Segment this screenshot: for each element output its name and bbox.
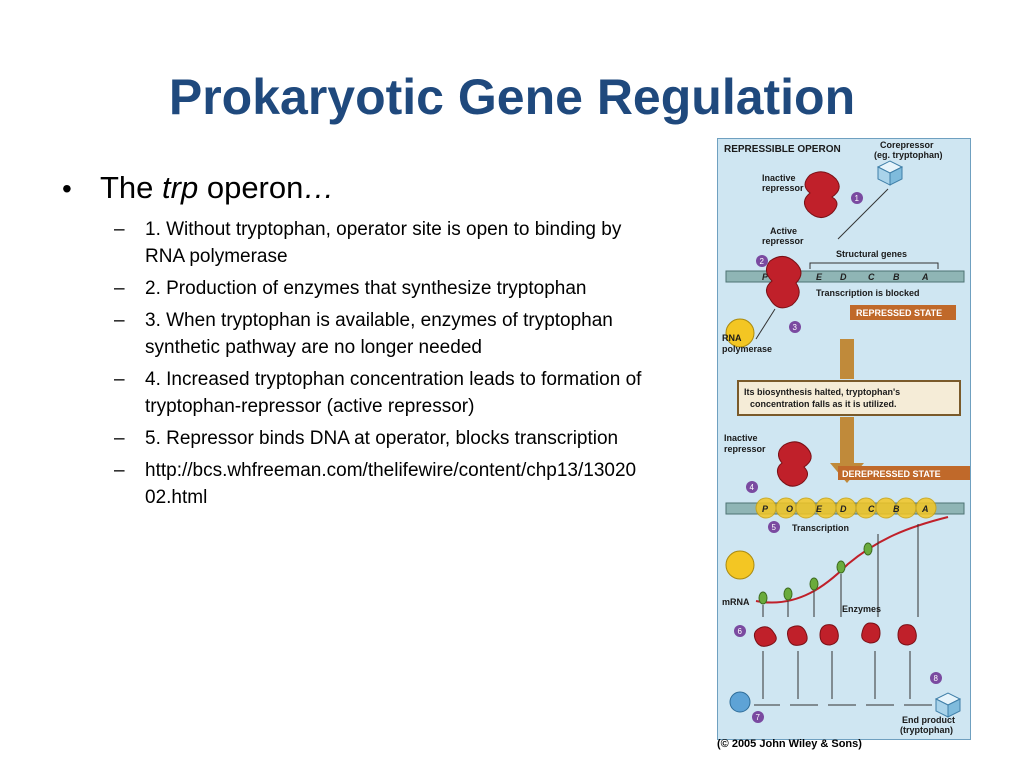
step-number: 6 — [738, 627, 743, 636]
step-badge-3 — [789, 321, 801, 333]
derepressed-state-label: DEREPRESSED STATE — [842, 469, 941, 479]
corepressor-cube-icon — [876, 160, 904, 186]
gene-label: A — [921, 272, 929, 282]
sub-bullet: –4. Increased tryptophan concentration l… — [114, 369, 642, 417]
sub-bullet: –3. When tryptophan is available, enzyme… — [114, 310, 613, 358]
inactive-repressor-2-label: Inactive — [724, 433, 758, 443]
step-number: 4 — [750, 483, 755, 492]
transcription-label: Transcription — [792, 523, 849, 533]
figure-heading: REPRESSIBLE OPERON — [724, 144, 841, 155]
step-badge-5 — [768, 521, 780, 533]
sub-bullet: –http://bcs.whfreeman.com/thelifewire/co… — [114, 460, 637, 508]
step-badge-4 — [746, 481, 758, 493]
enzymes-label: Enzymes — [842, 604, 881, 614]
gene-label: B — [893, 504, 900, 514]
operon-diagram: REPRESSIBLE OPERON Corepressor (eg. tryp… — [722, 140, 970, 735]
active-repressor-sublabel: repressor — [762, 236, 804, 246]
gene-label: E — [816, 272, 823, 282]
gene-label: D — [840, 504, 847, 514]
inactive-repressor-2-sublabel: repressor — [724, 444, 766, 454]
transcription-blocked-label: Transcription is blocked — [816, 288, 920, 298]
gene-label: O — [786, 504, 793, 514]
slide-title: Prokaryotic Gene Regulation — [168, 69, 856, 125]
step-badge-2 — [756, 255, 768, 267]
bullet-text: The trp operon… — [100, 170, 334, 206]
step-number: 5 — [772, 523, 777, 532]
figure-credit: (© 2005 John Wiley & Sons) — [717, 738, 862, 750]
rna-polymerase-2-shape — [725, 550, 755, 580]
rna-polymerase-shape — [725, 318, 755, 348]
gene-label: C — [868, 504, 875, 514]
transition-arrow-shaft-2 — [840, 417, 854, 463]
sub-bullet-list: –1. Without tryptophan, operator site is… — [62, 216, 642, 511]
main-bullet: • The trp operon… — [62, 170, 642, 206]
dna-strand-repressed — [725, 270, 965, 283]
sub-bullet: –2. Production of enzymes that synthesiz… — [114, 278, 587, 299]
step-number: 1 — [855, 194, 860, 203]
sub-bullet-text: 3. When tryptophan is available, enzymes… — [145, 310, 613, 358]
step-number: 8 — [934, 674, 939, 683]
bullet-suffix: operon — [198, 170, 304, 205]
operon-figure: REPRESSIBLE OPERON Corepressor (eg. tryp… — [717, 138, 971, 740]
rna-polymerase-sublabel: polymerase — [722, 344, 772, 354]
precursor-molecule-shape — [729, 691, 751, 713]
transition-arrow-shaft — [840, 339, 854, 379]
step-badge-1 — [851, 192, 863, 204]
structural-genes-label: Structural genes — [836, 249, 907, 259]
bullet-list: • The trp operon… –1. Without tryptophan… — [62, 170, 642, 516]
gene-label: P — [762, 504, 769, 514]
bullet-ellipsis: … — [303, 170, 335, 205]
url-link-text[interactable]: http://bcs.whfreeman.com/thelifewire/con… — [145, 460, 637, 508]
bullet-italic: trp — [162, 170, 199, 205]
gene-label: B — [893, 272, 900, 282]
step-number: 2 — [760, 257, 765, 266]
repressed-state-label: REPRESSED STATE — [856, 308, 942, 318]
gene-label: P — [762, 272, 769, 282]
sub-bullet: –1. Without tryptophan, operator site is… — [114, 219, 622, 267]
derepressed-state-badge — [838, 466, 970, 480]
repressed-state-badge — [850, 305, 956, 320]
mrna-label: mRNA — [722, 597, 750, 607]
inactive-repressor-shape — [804, 171, 840, 218]
gene-label: D — [840, 272, 847, 282]
end-product-label: End product — [902, 715, 955, 725]
sub-bullet-text: 5. Repressor binds DNA at operator, bloc… — [145, 428, 619, 449]
step-badge-6 — [734, 625, 746, 637]
bullet-prefix: The — [100, 170, 163, 205]
step-badge-8 — [930, 672, 942, 684]
inactive-repressor-2-shape — [776, 441, 812, 487]
enzyme-shapes — [753, 622, 917, 647]
sub-bullet-text: 1. Without tryptophan, operator site is … — [145, 219, 622, 267]
inactive-repressor-sublabel: repressor — [762, 183, 804, 193]
mrna-strand — [755, 516, 949, 604]
halted-box-line-2: concentration falls as it is utilized. — [750, 399, 897, 409]
sub-bullet-text: 2. Production of enzymes that synthesize… — [145, 278, 587, 299]
halted-box — [737, 380, 961, 416]
step-number: 3 — [793, 323, 798, 332]
halted-box-line-1: Its biosynthesis halted, tryptophan's — [744, 387, 900, 397]
corepressor-sublabel: (eg. tryptophan) — [874, 150, 943, 160]
gene-label: C — [868, 272, 875, 282]
step-badge-7 — [752, 711, 764, 723]
inactive-repressor-label: Inactive — [762, 173, 796, 183]
bullet-dot: • — [62, 173, 72, 204]
gene-label: A — [921, 504, 929, 514]
sub-bullet: –5. Repressor binds DNA at operator, blo… — [114, 428, 619, 449]
active-repressor-label: Active — [770, 226, 797, 236]
rna-polymerase-label: RNA — [722, 333, 742, 343]
end-product-sublabel: (tryptophan) — [900, 725, 953, 735]
corepressor-label: Corepressor — [880, 140, 934, 150]
end-product-cube-icon — [934, 692, 962, 718]
bound-repressor-shape — [766, 256, 802, 309]
step-number: 7 — [756, 713, 761, 722]
sub-bullet-text: 4. Increased tryptophan concentration le… — [145, 369, 642, 417]
gene-label: E — [816, 504, 823, 514]
